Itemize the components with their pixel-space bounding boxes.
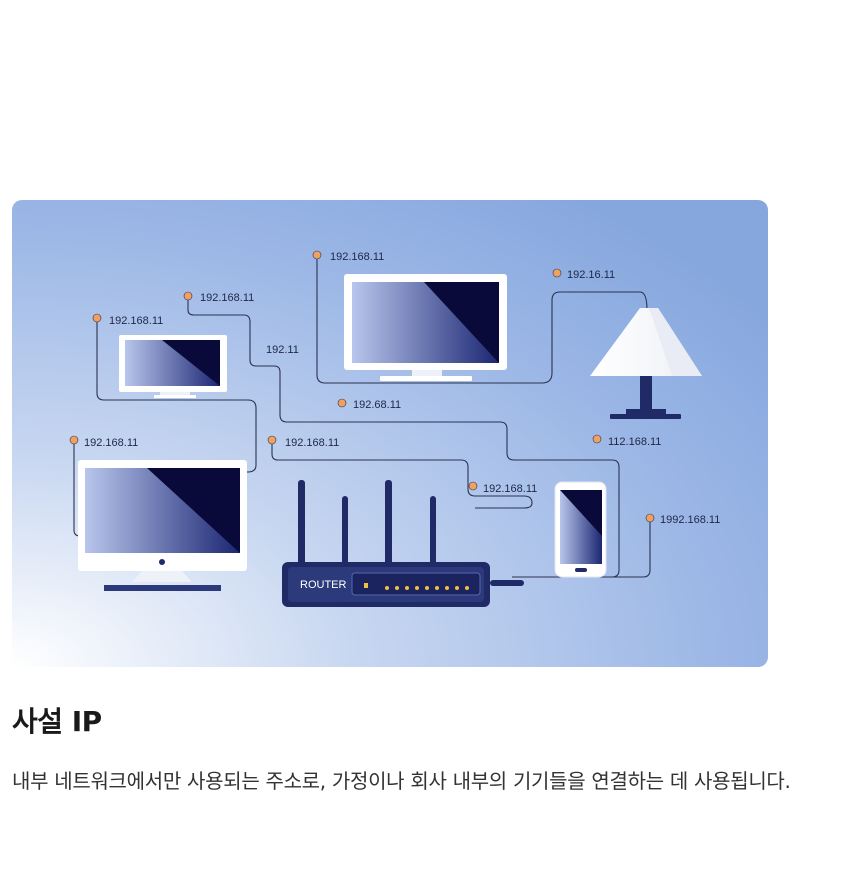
ip-label: 192.16.11 [567, 269, 615, 281]
section-title: 사설 IP [12, 705, 102, 738]
ip-label: 1992.168.11 [660, 514, 720, 526]
monitor-top-center [344, 274, 507, 381]
section-description: 내부 네트워크에서만 사용되는 주소로, 가정이나 회사 내부의 기기들을 연결… [12, 769, 791, 793]
ip-label: 192.168.11 [109, 315, 163, 327]
ip-node-dots [69, 250, 655, 523]
network-diagram-svg: 192.168.11 192.16.11 192.168.11 192.168.… [12, 200, 768, 667]
ip-label: 192.11 [266, 344, 299, 356]
network-wires [73, 255, 651, 578]
network-illustration: 192.168.11 192.16.11 192.168.11 192.168.… [12, 200, 768, 667]
ip-label: 192.168.11 [483, 483, 537, 495]
ip-label: 192.168.11 [200, 292, 254, 304]
ip-label: 192.168.11 [84, 437, 138, 449]
ip-label: 192.168.11 [285, 437, 339, 449]
monitor-small [119, 335, 227, 398]
ip-label: 192.168.11 [330, 251, 384, 263]
smartphone-illustration [554, 481, 607, 578]
ip-label: 112.168.11 [608, 436, 661, 448]
router-label: ROUTER [300, 579, 347, 591]
ip-labels: 192.168.11 192.16.11 192.168.11 192.168.… [84, 251, 720, 526]
ip-label: 192.68.11 [353, 399, 401, 411]
monitor-large [78, 460, 247, 591]
lamp-illustration [590, 308, 702, 419]
router-illustration: ROUTER [282, 480, 524, 607]
